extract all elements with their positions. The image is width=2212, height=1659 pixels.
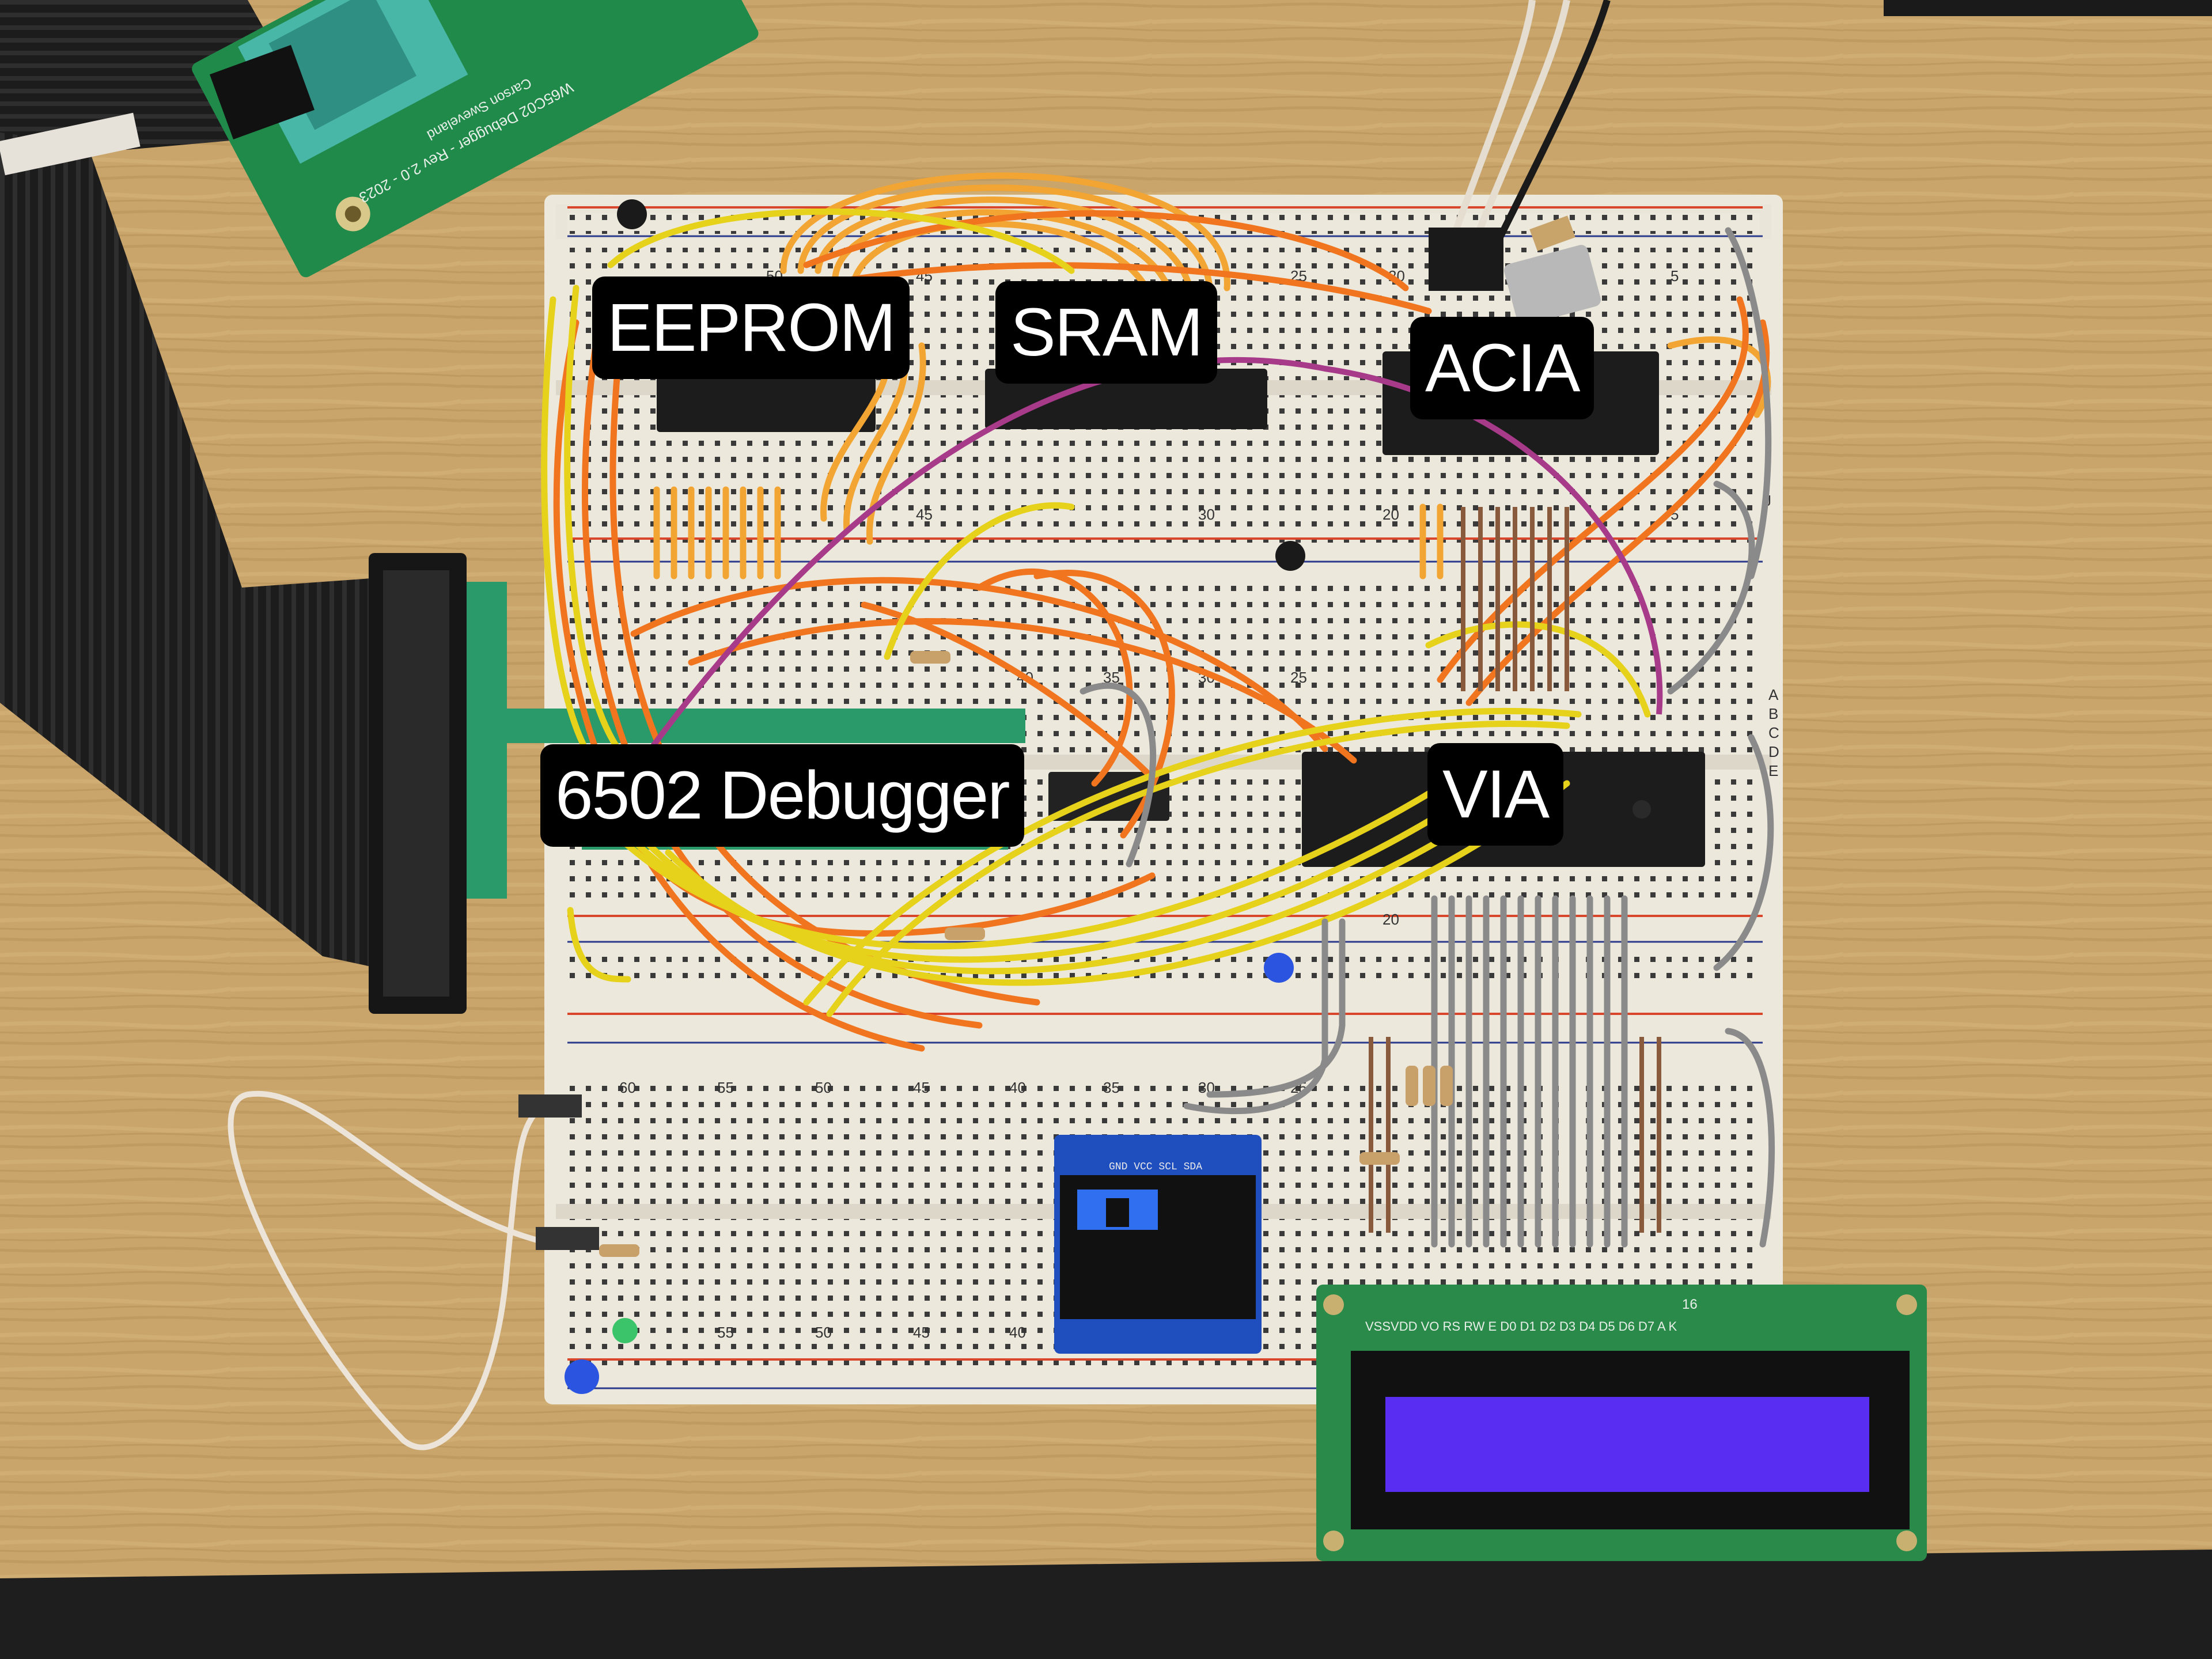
led-blue-middle — [1264, 953, 1294, 983]
desk-edge-shadow — [0, 1550, 2212, 1659]
wires-yellow — [541, 208, 1651, 1017]
bb-num: 50 — [815, 1079, 832, 1096]
ribbon-cable-edge — [0, 112, 141, 176]
bb-num: 45 — [913, 1324, 930, 1341]
crystal-oscillator — [1504, 215, 1601, 325]
resistors — [599, 651, 1453, 1257]
bb-row-letter: D — [1768, 743, 1779, 760]
bb-row-letter: E — [1768, 762, 1778, 779]
bb-num: 55 — [717, 1079, 734, 1096]
eeprom-label: EEPROM — [592, 276, 910, 379]
led-blue-bottom — [565, 1359, 599, 1394]
bb-num: 45 — [913, 1079, 930, 1096]
white-cable — [228, 1090, 554, 1450]
acia-label: ACIA — [1410, 317, 1594, 419]
dupont-connector-2 — [536, 1227, 599, 1250]
eeprom-chip — [657, 369, 876, 432]
bb-num: 55 — [717, 1324, 734, 1341]
wire-magenta — [648, 357, 1663, 751]
lcd-pin-16: 16 — [1682, 1297, 1698, 1312]
wires-brown — [1369, 507, 1661, 1233]
dupont-wires-top — [1429, 0, 1611, 291]
led-green — [612, 1318, 638, 1343]
oled-module: GND VCC SCL SDA — [1054, 1135, 1262, 1354]
bb-num: 40 — [1009, 1324, 1026, 1341]
pcb-ribbon-connector — [210, 44, 315, 140]
bb-num: 5 — [1671, 267, 1679, 285]
device-corner-top-right — [1884, 0, 2212, 16]
sram-chip — [985, 369, 1267, 429]
lcd-pin-labels: VSSVDD VO RS RW E D0 D1 D2 D3 D4 D5 D6 D… — [1365, 1319, 1677, 1334]
capacitor-middle — [1275, 541, 1305, 571]
bb-num: 60 — [619, 1079, 636, 1096]
bb-num: 50 — [815, 1324, 832, 1341]
bb-num: 20 — [1382, 506, 1399, 523]
bb-row-letter: A — [1768, 686, 1779, 703]
bb-row-letter: C — [1768, 724, 1779, 741]
lcd-module: VSSVDD VO RS RW E D0 D1 D2 D3 D4 D5 D6 D… — [1316, 1285, 1927, 1561]
debugger-label: 6502 Debugger — [540, 744, 1024, 847]
dupont-connector-1 — [518, 1094, 582, 1118]
oled-pin-labels: GND VCC SCL SDA — [1109, 1161, 1202, 1173]
bb-num: 45 — [916, 506, 933, 523]
ribbon-cable — [0, 92, 403, 974]
bb-num: 30 — [1198, 506, 1215, 523]
bb-num: 40 — [1009, 1079, 1026, 1096]
bb-row-letter: B — [1768, 705, 1778, 722]
via-label: VIA — [1427, 743, 1564, 846]
sram-label: SRAM — [995, 281, 1217, 384]
bb-num: 35 — [1103, 1079, 1120, 1096]
bb-num: 25 — [1290, 669, 1307, 686]
capacitor-top-left — [617, 199, 647, 229]
wires-amber — [653, 172, 1771, 579]
bb-num: 20 — [1382, 911, 1399, 928]
